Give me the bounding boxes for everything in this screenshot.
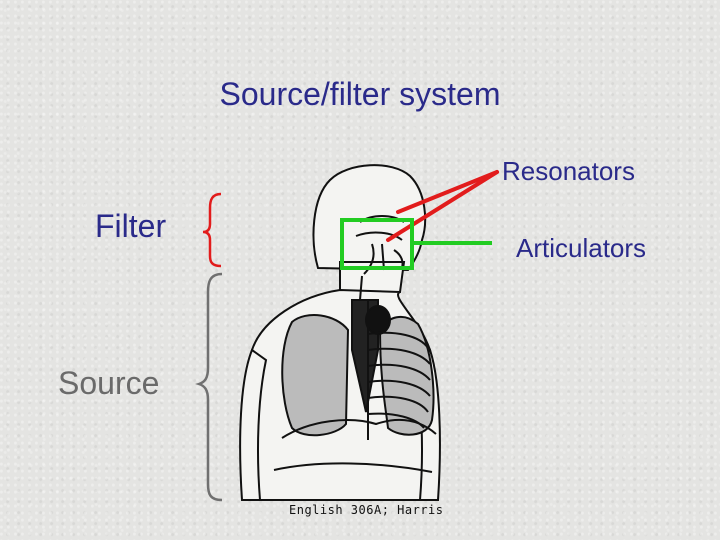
slide-title: Source/filter system: [219, 76, 501, 112]
diaphragm: [273, 418, 437, 473]
resonators-pointer: [386, 170, 499, 242]
source-bracket: [195, 272, 223, 502]
credit-caption: English 306A; Harris: [289, 503, 444, 517]
articulators-label: Articulators: [516, 233, 647, 263]
filter-bracket: [202, 192, 222, 268]
source-label: Source: [58, 365, 160, 401]
filter-label: Filter: [95, 208, 167, 244]
resonators-label: Resonators: [502, 156, 635, 186]
